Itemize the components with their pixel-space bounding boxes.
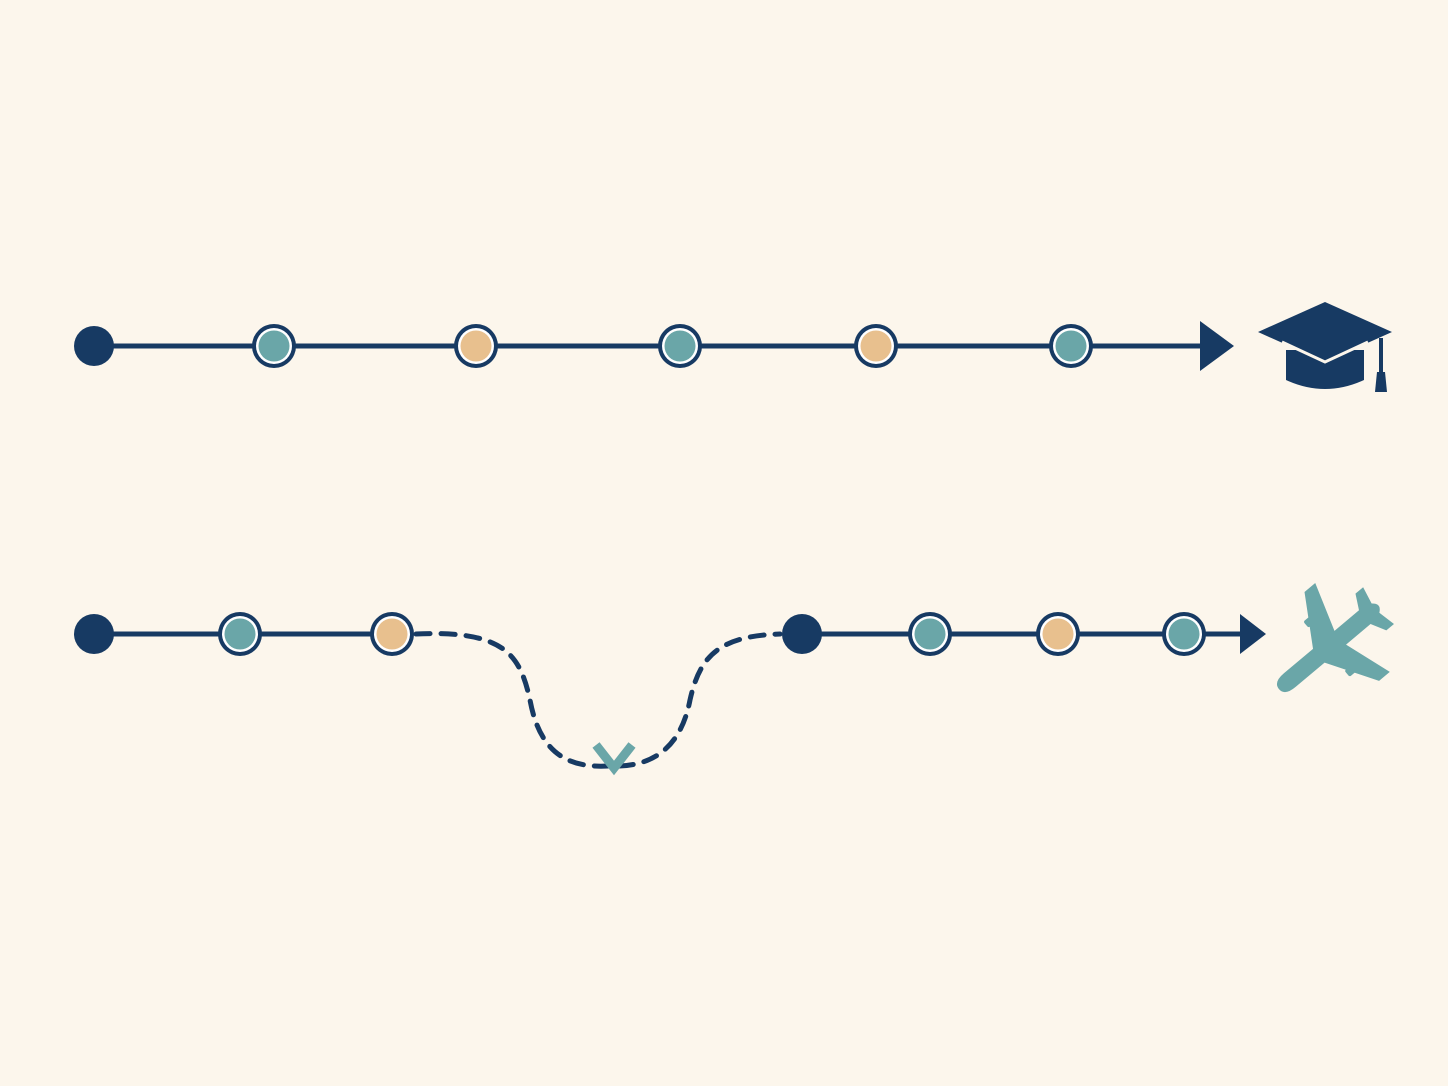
start-node	[74, 614, 114, 654]
milestone-node	[908, 612, 952, 656]
arrowhead	[1240, 614, 1266, 654]
milestone-node	[370, 612, 414, 656]
airplane-icon	[1276, 583, 1394, 693]
milestone-node	[854, 324, 898, 368]
timeline-travel	[74, 583, 1394, 776]
milestone-node	[1036, 612, 1080, 656]
chevron-down-icon	[592, 742, 636, 776]
milestone-node	[1049, 324, 1093, 368]
timeline-nodes	[74, 612, 1206, 656]
milestone-node	[252, 324, 296, 368]
timeline-education	[74, 302, 1392, 392]
milestone-node	[1162, 612, 1206, 656]
milestone-node	[658, 324, 702, 368]
timeline-nodes	[74, 324, 1093, 368]
arrowhead	[1200, 321, 1234, 371]
milestone-node	[454, 324, 498, 368]
restart-node	[782, 614, 822, 654]
start-node	[74, 326, 114, 366]
graduation-cap-icon	[1258, 302, 1392, 392]
milestone-node	[218, 612, 262, 656]
